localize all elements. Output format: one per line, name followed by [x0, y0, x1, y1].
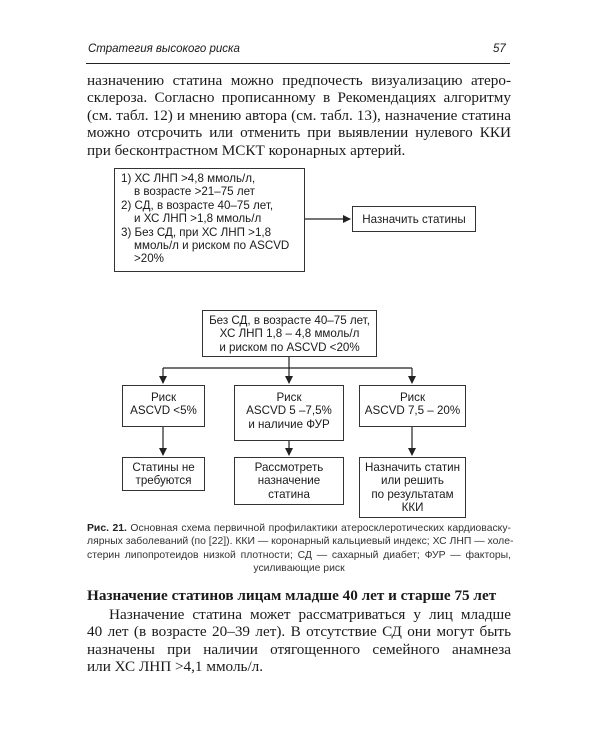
action-line: по результатам: [371, 487, 454, 501]
intro-line: назначению статина можно предпочесть виз…: [87, 72, 511, 89]
caption-line: стерин липопротеидов низкой плотности; С…: [87, 549, 511, 561]
root-line: и риском по ASCVD <20%: [219, 340, 360, 354]
action-line: статина: [268, 487, 310, 501]
action-mid-box: Рассмотреть назначение статина: [234, 457, 344, 505]
criteria-line: 3) Без СД, при ХС ЛНП >1,8: [121, 225, 272, 239]
figure-caption: Рис. 21. Основная схема первичной профил…: [87, 522, 514, 575]
intro-line: склероза. Согласно прописанному в Рекоме…: [87, 89, 511, 107]
intro-paragraph: назначению статина можно предпочесть виз…: [87, 72, 511, 159]
risk-line: Риск: [150, 391, 177, 404]
criteria-line: в возрасте >21–75 лет: [134, 185, 255, 199]
root-line: ХС ЛНП 1,8 – 4,8 ммоль/л: [219, 327, 360, 341]
risk-high-box: Риск ASCVD 7,5 – 20%: [359, 385, 466, 427]
body-line: 40 лет (в возрасте 20–39 лет). В отсутст…: [87, 623, 511, 641]
body-line: Назначение статина может рассматриваться…: [109, 606, 511, 623]
risk-mid-box: Риск ASCVD 5 –7,5% и наличие ФУР: [234, 385, 344, 441]
section-heading: Назначение статинов лицам младше 40 лет …: [87, 587, 497, 604]
intro-line: (см. табл. 12) и мнению автора (см. табл…: [87, 106, 511, 124]
intro-line: можно отсрочить или отменить при выявлен…: [87, 124, 511, 142]
criteria-box: 1) ХС ЛНП >4,8 ммоль/л, в возрасте >21–7…: [114, 168, 305, 272]
action-high-box: Назначить статин или решить по результат…: [359, 457, 466, 518]
action-line: ККИ: [401, 501, 424, 515]
action-line: назначение: [257, 474, 321, 488]
action-line: требуются: [135, 474, 192, 488]
risk-line: и наличие ФУР: [248, 417, 330, 431]
criteria-line: 2) СД, в возрасте 40–75 лет,: [121, 198, 274, 212]
criteria-line: ммоль/л и риском по ASCVD: [134, 239, 290, 253]
root-criteria-box: Без СД, в возрасте 40–75 лет, ХС ЛНП 1,8…: [202, 310, 377, 357]
risk-low-box: Риск ASCVD <5%: [122, 385, 205, 427]
risk-line: ASCVD <5%: [130, 404, 197, 418]
intro-line: при бесконтрастном МСКТ коронарных артер…: [87, 141, 406, 159]
action-line: или решить: [381, 474, 444, 488]
action-line: Назначить статин: [364, 461, 461, 474]
page-number: 57: [493, 43, 506, 55]
criteria-line: 1) ХС ЛНП >4,8 ммоль/л,: [121, 172, 256, 185]
caption-line: лярных заболеваний (по [22]). ККИ — коро…: [87, 536, 514, 548]
risk-line: ASCVD 7,5 – 20%: [364, 404, 461, 418]
figure-label: Рис. 21.: [87, 523, 127, 534]
criteria-line: и ХС ЛНП >1,8 ммоль/л: [134, 212, 262, 226]
body-paragraph: Назначение статина может рассматриваться…: [87, 606, 511, 676]
prescribe-statins-label: Назначить статины: [362, 213, 466, 226]
risk-line: Риск: [399, 391, 426, 404]
risk-line: ASCVD 5 –7,5%: [246, 404, 332, 418]
prescribe-statins-box: Назначить статины: [352, 206, 476, 232]
action-line: Рассмотреть: [254, 461, 324, 474]
body-line: или ХС ЛНП >4,1 ммоль/л.: [87, 658, 264, 676]
root-line: Без СД, в возрасте 40–75 лет,: [209, 314, 370, 327]
running-title: Стратегия высокого риска: [88, 43, 240, 55]
header-rule: [86, 63, 510, 64]
risk-line: Риск: [276, 391, 302, 404]
action-low-box: Статины не требуются: [122, 457, 205, 491]
caption-line: усиливающие риск: [253, 562, 345, 574]
action-line: Статины не: [132, 461, 195, 474]
caption-line: Основная схема первичной профилактики ат…: [130, 523, 511, 534]
criteria-line: >20%: [134, 252, 164, 266]
body-line: назначены при наличии отягощенного семей…: [87, 640, 511, 658]
